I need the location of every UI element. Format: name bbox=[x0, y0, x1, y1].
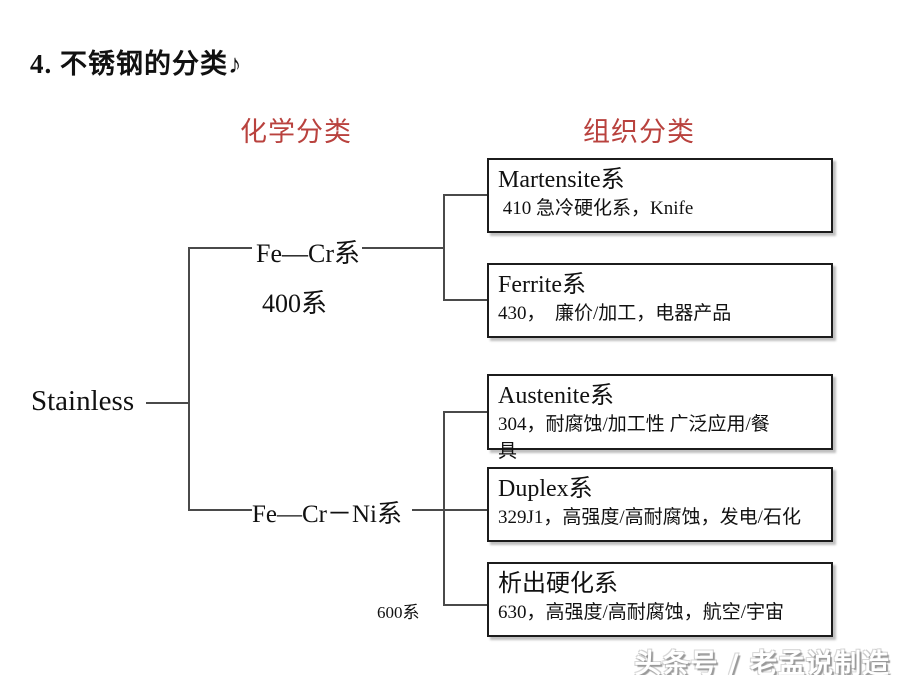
connector-trunk-to-fecr bbox=[188, 247, 252, 249]
box-duplex: Duplex系 329J1，高强度/高耐腐蚀，发电/石化 bbox=[487, 467, 833, 542]
box-martensite-desc: 410 急冷硬化系，Knife bbox=[498, 198, 694, 219]
branch-series-600: 600系 bbox=[377, 603, 420, 622]
root-node-stainless: Stainless bbox=[31, 385, 135, 417]
box-austenite-desc: 304，耐腐蚀/加工性 广泛应用/餐 具 bbox=[498, 414, 770, 462]
box-austenite: Austenite系 304，耐腐蚀/加工性 广泛应用/餐 具 bbox=[487, 374, 833, 462]
watermark-toutiao: 头条号 / 老孟说制造 bbox=[634, 649, 890, 675]
branch-label-fe-cr: Fe—Cr系 bbox=[256, 239, 361, 268]
box-austenite-title: Austenite系 bbox=[498, 383, 614, 409]
box-precipitation-desc: 630，高强度/高耐腐蚀，航空/宇宙 bbox=[498, 602, 785, 623]
page-title: 4. 不锈钢的分类♪ bbox=[30, 49, 243, 79]
connector-trunk-vertical bbox=[188, 247, 190, 511]
box-duplex-desc: 329J1，高强度/高耐腐蚀，发电/石化 bbox=[498, 507, 801, 528]
connector-fecr-to-fork bbox=[362, 247, 443, 249]
box-martensite-title: Martensite系 bbox=[498, 167, 625, 193]
branch-series-400: 400系 bbox=[262, 289, 328, 318]
connector-fecrni-to-duplex-box bbox=[412, 509, 488, 511]
box-precipitation-title: 析出硬化系 bbox=[498, 571, 618, 597]
box-precipitation-hardening: 析出硬化系 630，高强度/高耐腐蚀，航空/宇宙 bbox=[487, 562, 833, 637]
header-structural-classification: 组织分类 bbox=[583, 117, 695, 147]
box-ferrite: Ferrite系 430， 廉价/加工，电器产品 bbox=[487, 263, 833, 338]
branch-label-fe-cr-ni: Fe—Cr－Ni系 bbox=[252, 501, 403, 528]
connector-root-to-trunk bbox=[146, 402, 188, 404]
header-chemical-classification: 化学分类 bbox=[240, 117, 352, 147]
connector-fork-bottom-vertical bbox=[443, 411, 445, 606]
box-ferrite-desc: 430， 廉价/加工，电器产品 bbox=[498, 303, 732, 324]
box-martensite: Martensite系 410 急冷硬化系，Knife bbox=[487, 158, 833, 233]
connector-trunk-to-fecrni bbox=[188, 509, 252, 511]
connector-fork-top-vertical bbox=[443, 194, 445, 301]
box-ferrite-title: Ferrite系 bbox=[498, 272, 586, 298]
connector-to-precipitation-box bbox=[444, 604, 488, 606]
connector-to-martensite-box bbox=[444, 194, 488, 196]
box-duplex-title: Duplex系 bbox=[498, 476, 593, 502]
connector-to-austenite-box bbox=[444, 411, 488, 413]
connector-to-ferrite-box bbox=[444, 299, 488, 301]
